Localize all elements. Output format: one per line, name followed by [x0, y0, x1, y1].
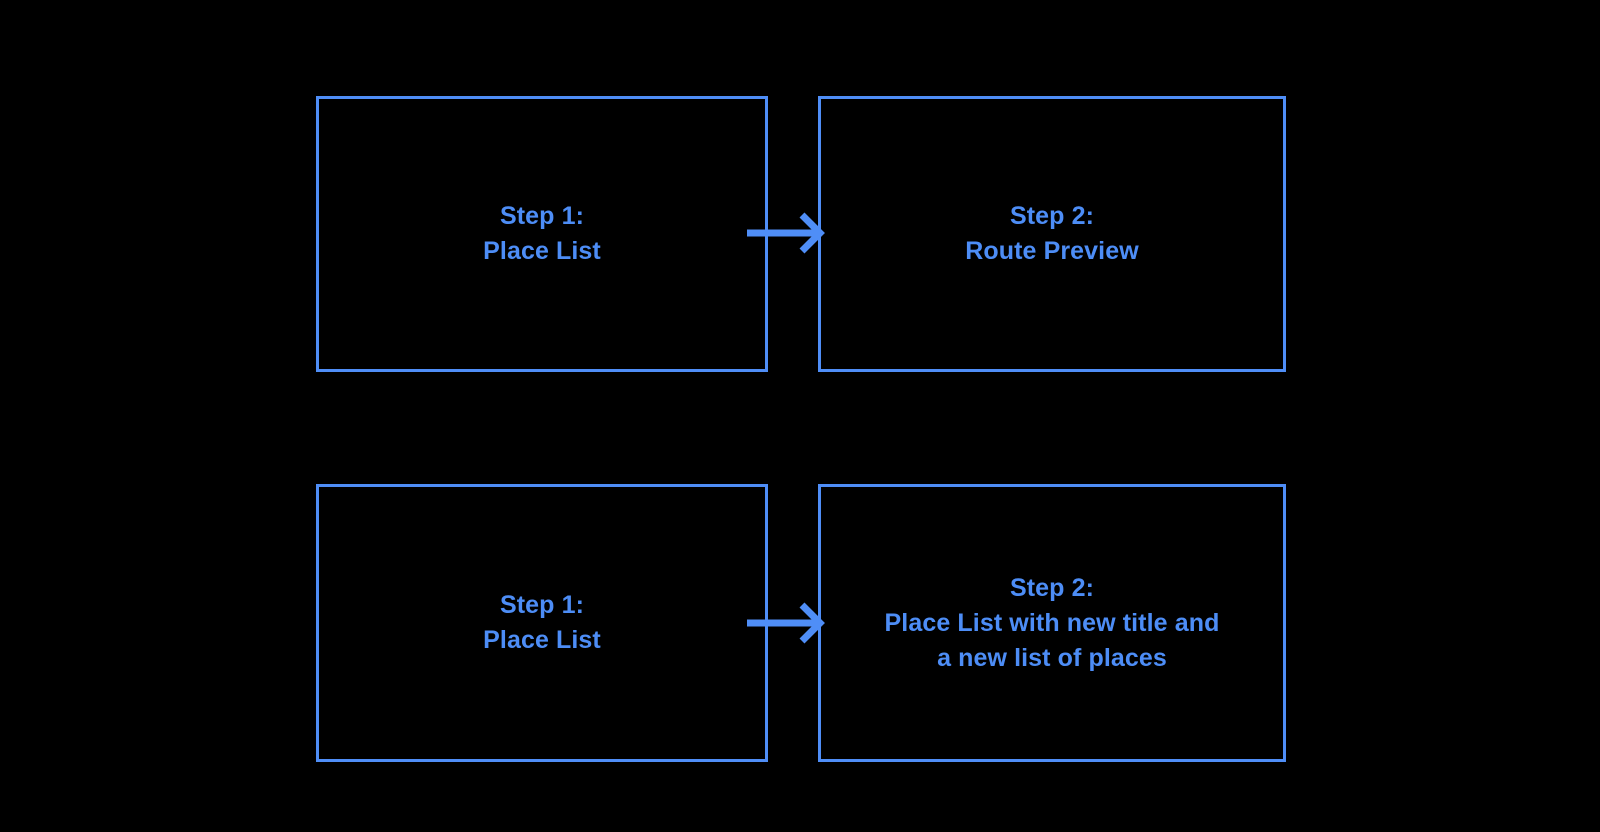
flow-box-step1-top-label: Step 1: Place List [483, 202, 601, 265]
flow-box-step1-bottom-label: Step 1: Place List [483, 591, 601, 654]
flow-box-step2-top-label: Step 2: Route Preview [965, 202, 1139, 265]
flow-box-step2-top[interactable]: Step 2: Route Preview [818, 96, 1286, 372]
flow-box-step2-bottom-label: Step 2: Place List with new title and a … [884, 573, 1220, 672]
connector-arrow-bottom [747, 602, 825, 644]
flow-box-step2-bottom[interactable]: Step 2: Place List with new title and a … [818, 484, 1286, 762]
connector-arrow-top [747, 212, 825, 254]
flow-box-step1-bottom[interactable]: Step 1: Place List [316, 484, 768, 762]
flow-box-step1-top[interactable]: Step 1: Place List [316, 96, 768, 372]
